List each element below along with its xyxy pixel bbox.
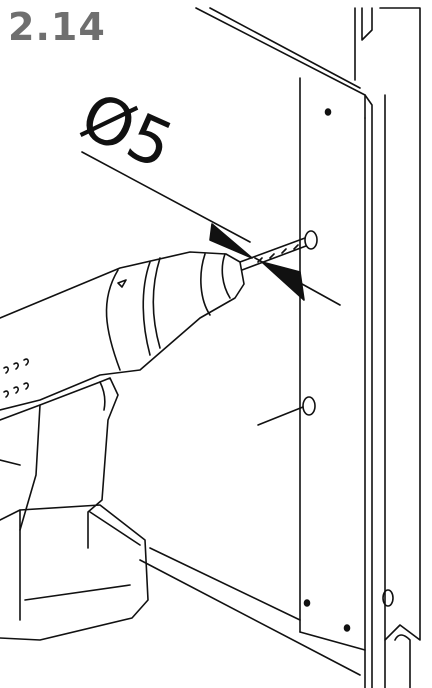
dimension-arrows	[209, 223, 305, 301]
cordless-drill	[0, 251, 245, 641]
drill-bit	[239, 237, 307, 271]
step-number: 2.14	[8, 5, 106, 49]
pilot-holes	[302, 108, 351, 632]
cabinet-panel	[139, 7, 421, 688]
